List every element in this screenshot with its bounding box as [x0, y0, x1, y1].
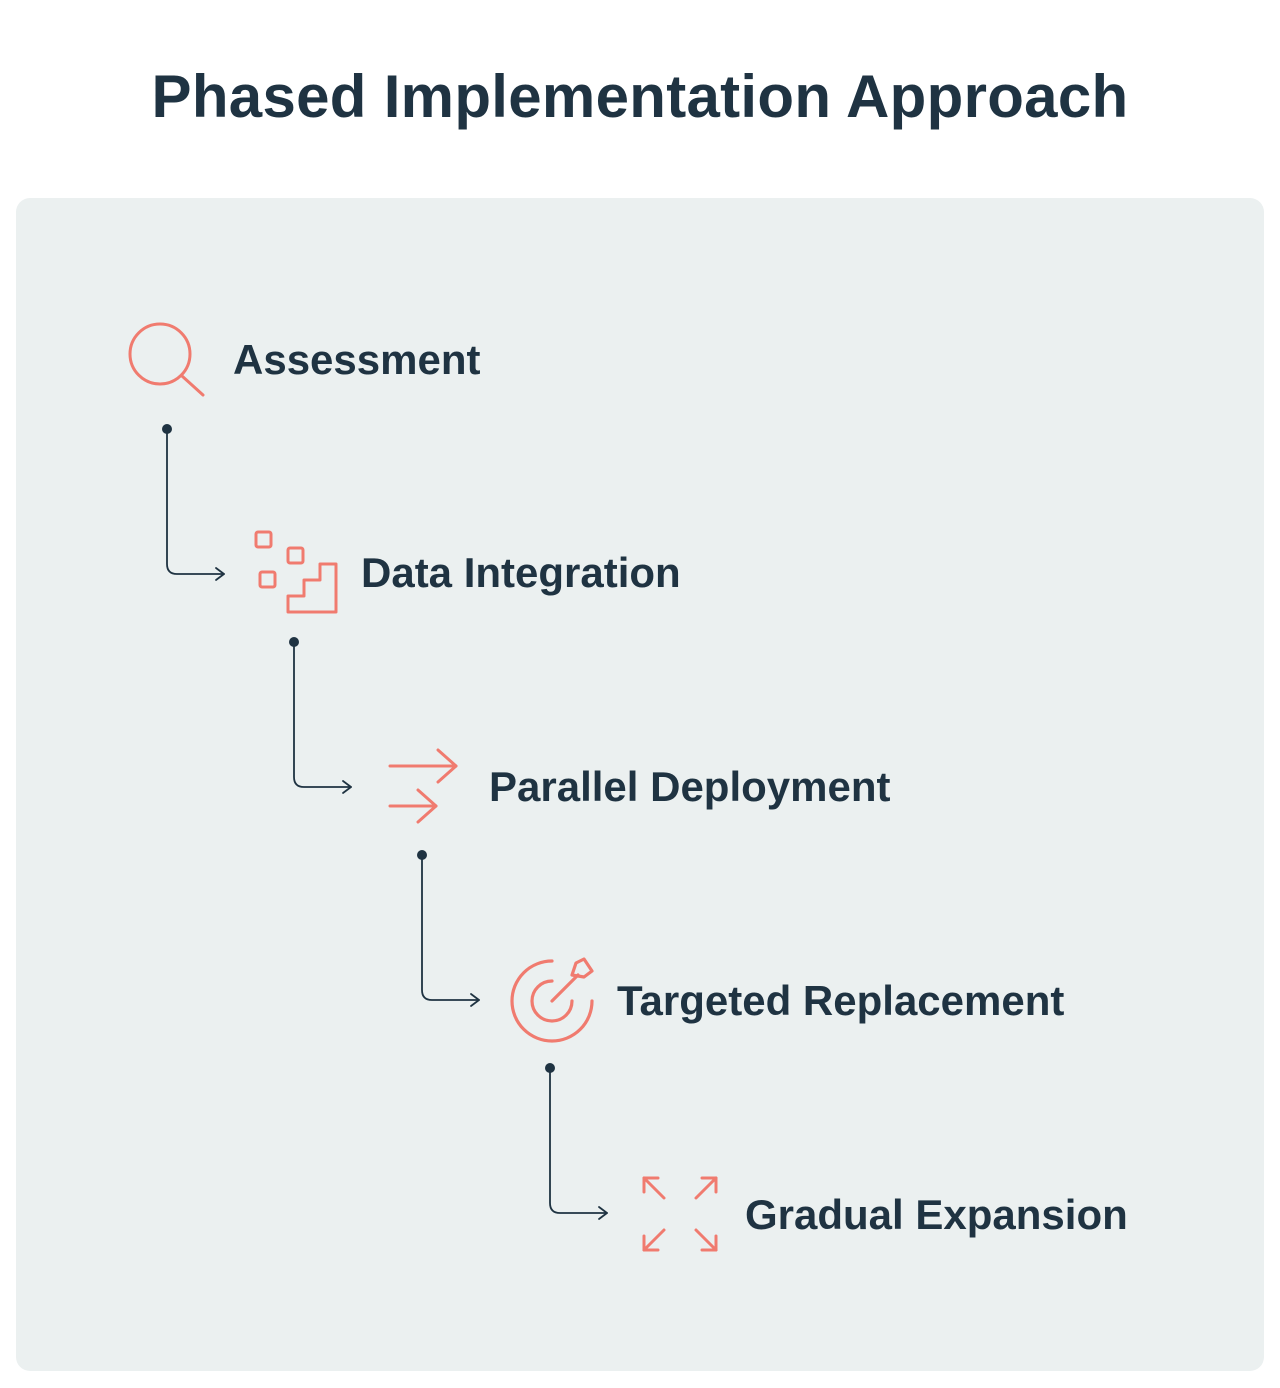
diagram-panel [16, 198, 1264, 1371]
connector-1 [166, 428, 225, 581]
step-label-targeted-replacement: Targeted Replacement [617, 977, 1065, 1024]
step-label-data-integration: Data Integration [361, 549, 681, 596]
connector-3 [421, 854, 480, 1007]
staircase-blocks-icon [254, 530, 338, 614]
connector-dot-1 [162, 424, 172, 434]
connector-dot-4 [545, 1063, 555, 1073]
expand-arrows-icon [642, 1176, 718, 1252]
target-dart-icon [510, 957, 594, 1043]
parallel-arrows-icon [388, 748, 458, 824]
page-title: Phased Implementation Approach [151, 63, 1129, 130]
magnifier-icon [128, 322, 205, 397]
step-label-gradual-expansion: Gradual Expansion [745, 1191, 1128, 1238]
connector-2 [293, 641, 352, 794]
step-label-assessment: Assessment [233, 336, 481, 383]
connector-dot-2 [289, 637, 299, 647]
connector-4 [549, 1067, 608, 1220]
step-label-parallel-deployment: Parallel Deployment [489, 763, 891, 810]
connector-dot-3 [417, 850, 427, 860]
